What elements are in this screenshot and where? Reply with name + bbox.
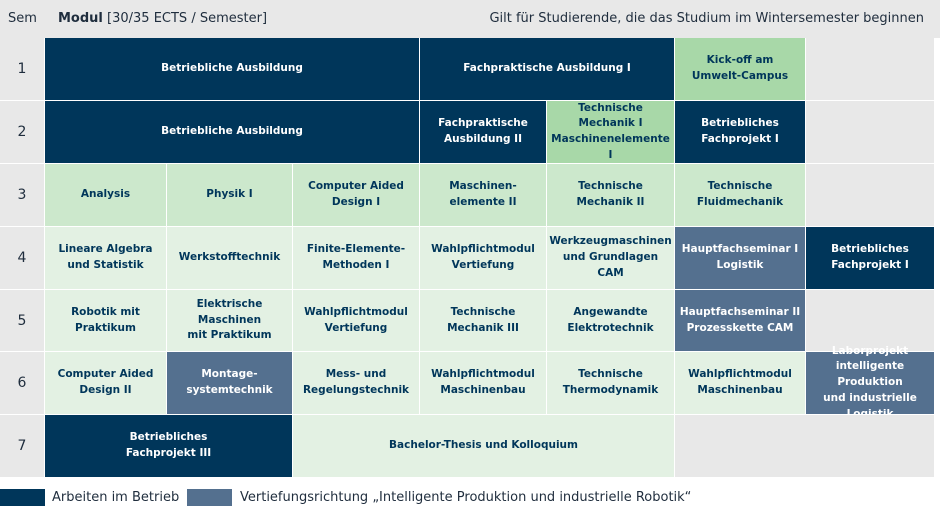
module-cell: Mess- und Regelungstechnik — [293, 352, 419, 414]
module-cell: Laborprojekt intelligente Produktion und… — [806, 345, 934, 420]
module-cell: Kick-off am Umwelt-Campus — [675, 38, 805, 100]
legend-swatch-arbeiten-im-betrieb — [0, 489, 45, 506]
module-cell: Technische Fluidmechanik — [675, 164, 805, 226]
module-cell: Computer Aided Design I — [293, 164, 419, 226]
module-cell: Physik I — [167, 164, 292, 226]
module-cell: Robotik mit Praktikum — [45, 290, 166, 351]
module-cell: Technische Mechanik I Maschinenelemente … — [547, 101, 674, 163]
semester-number: 1 — [0, 38, 44, 100]
module-cell: Montage- systemtechnik — [167, 352, 292, 414]
module-cell: Fachpraktische Ausbildung I — [420, 38, 674, 100]
module-cell: Hauptfachseminar II Prozesskette CAM — [675, 290, 805, 351]
module-cell: Wahlpflichtmodul Vertiefung — [293, 290, 419, 351]
module-cell: Analysis — [45, 164, 166, 226]
semester-number: 7 — [0, 415, 44, 477]
semester-number: 5 — [0, 290, 44, 351]
module-cell: Betriebliches Fachprojekt I — [675, 101, 805, 163]
module-cell: Fachpraktische Ausbildung II — [420, 101, 546, 163]
legend-label-vertiefungsrichtung: Vertiefungsrichtung „Intelligente Produk… — [240, 490, 692, 505]
module-cell: Technische Thermodynamik — [547, 352, 674, 414]
module-cell: Finite-Elemente- Methoden I — [293, 227, 419, 289]
semester-number: 4 — [0, 227, 44, 289]
module-cell: Technische Mechanik II — [547, 164, 674, 226]
semester-number: 2 — [0, 101, 44, 163]
module-cell: Betriebliche Ausbildung — [45, 38, 419, 100]
module-cell: Werkstofftechnik — [167, 227, 292, 289]
module-cell: Elektrische Maschinen mit Praktikum — [167, 290, 292, 351]
header-note: Gilt für Studierende, die das Studium im… — [489, 11, 924, 26]
module-cell: Wahlpflichtmodul Maschinenbau — [675, 352, 805, 414]
module-cell: Betriebliche Ausbildung — [45, 101, 419, 163]
legend: Arbeiten im Betrieb Vertiefungsrichtung … — [0, 485, 940, 511]
module-cell: Werkzeugmaschinen und Grundlagen CAM — [547, 227, 674, 289]
module-cell: Bachelor-Thesis und Kolloquium — [293, 415, 674, 477]
legend-swatch-vertiefungsrichtung — [187, 489, 232, 506]
module-cell: Technische Mechanik III — [420, 290, 546, 351]
module-cell: Hauptfachseminar I Logistik — [675, 227, 805, 289]
modul-ects-note: [30/35 ECTS / Semester] — [107, 11, 268, 26]
modul-label: Modul — [58, 11, 103, 26]
module-cell: Maschinen- elemente II — [420, 164, 546, 226]
module-cell: Angewandte Elektrotechnik — [547, 290, 674, 351]
empty-cell — [806, 164, 934, 226]
modul-column-header: Modul [30/35 ECTS / Semester] — [58, 0, 267, 38]
module-cell: Betriebliches Fachprojekt III — [45, 415, 292, 477]
module-cell: Lineare Algebra und Statistik — [45, 227, 166, 289]
legend-label-arbeiten-im-betrieb: Arbeiten im Betrieb — [52, 490, 180, 505]
empty-cell — [806, 38, 934, 100]
module-cell: Computer Aided Design II — [45, 352, 166, 414]
empty-cell — [675, 415, 934, 477]
module-cell: Betriebliches Fachprojekt I — [806, 227, 934, 289]
module-cell: Wahlpflichtmodul Vertiefung — [420, 227, 546, 289]
semester-number: 3 — [0, 164, 44, 226]
sem-column-header: Sem — [8, 11, 37, 26]
empty-cell — [806, 290, 934, 351]
table-header: Sem Modul [30/35 ECTS / Semester] Gilt f… — [0, 0, 940, 38]
empty-cell — [806, 101, 934, 163]
module-cell: Wahlpflichtmodul Maschinenbau — [420, 352, 546, 414]
semester-number: 6 — [0, 352, 44, 414]
